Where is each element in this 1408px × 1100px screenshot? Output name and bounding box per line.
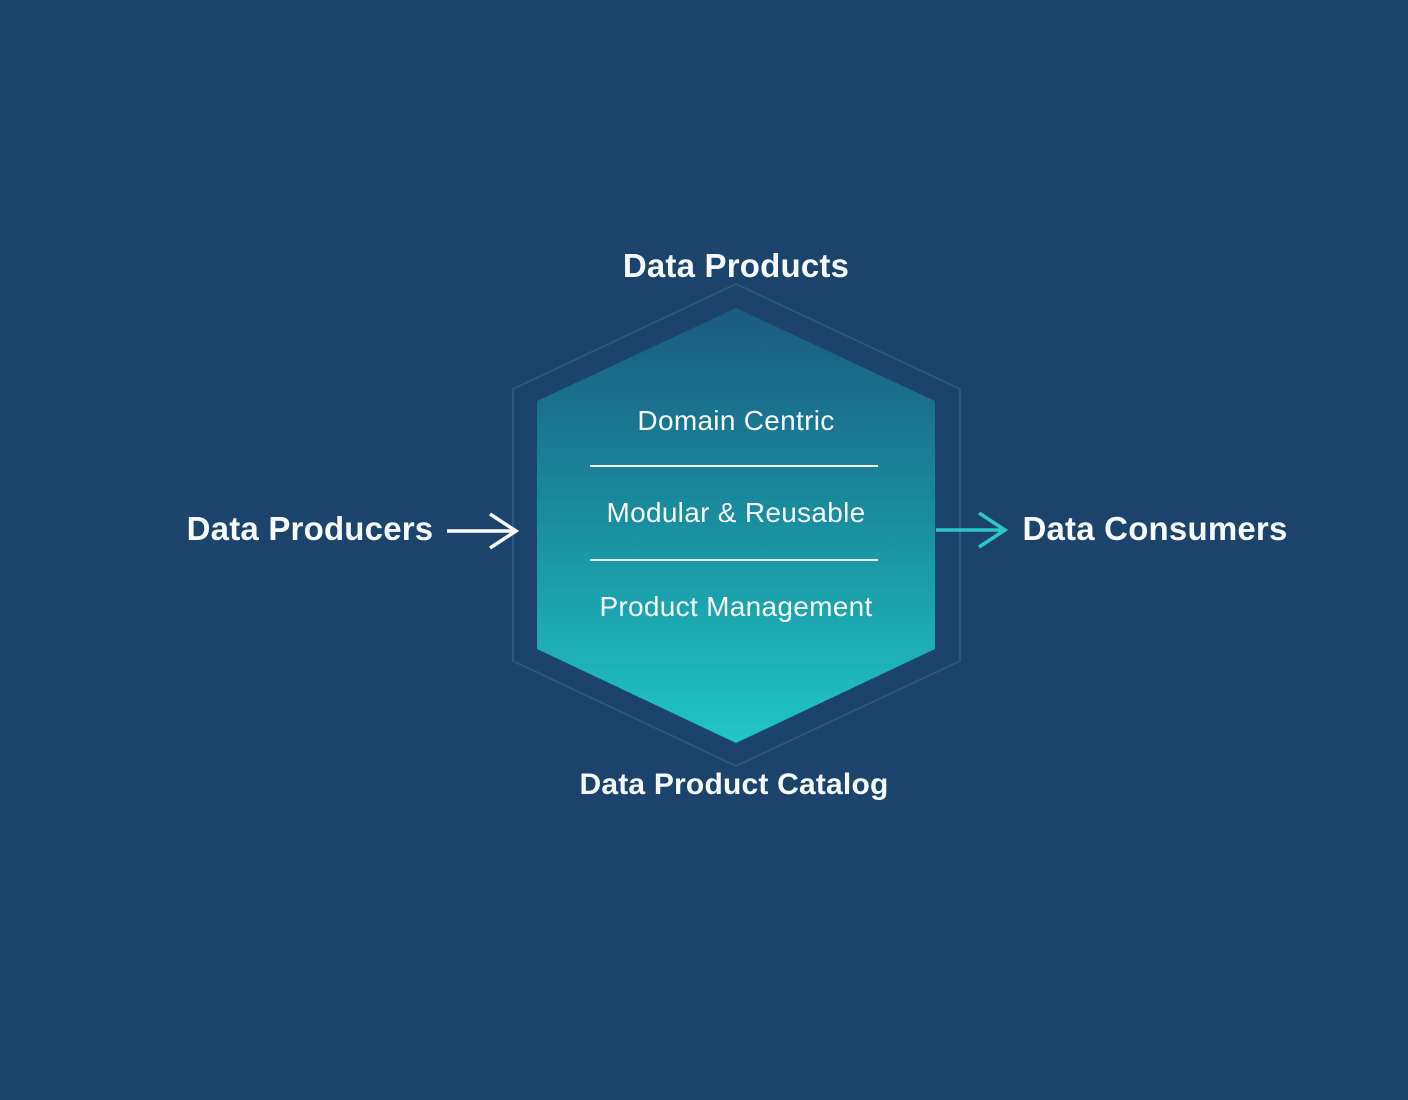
hexagon-item-domain-centric: Domain Centric [637,405,835,436]
bottom-label: Data Product Catalog [579,768,889,801]
hexagon-item-product-management: Product Management [599,591,873,622]
hexagon-fill [537,308,935,743]
hexagon-outline [512,282,961,768]
hexagon-item-modular-reusable: Modular & Reusable [606,497,866,528]
consumer-arrow-icon [936,511,1009,549]
producer-arrow-icon [447,512,520,550]
left-label: Data Producers [186,510,434,547]
top-label: Data Products [622,247,850,284]
right-label: Data Consumers [1022,510,1288,547]
